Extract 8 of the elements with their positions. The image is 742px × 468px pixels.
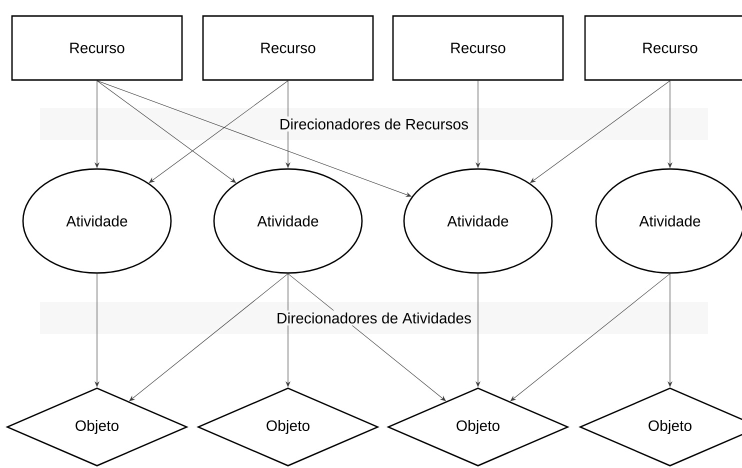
band-label: Direcionadores de Recursos	[277, 116, 471, 132]
arrow	[129, 273, 288, 402]
band-label: Direcionadores de Atividades	[274, 310, 474, 326]
resource-box: Recurso	[11, 15, 183, 81]
resource-box: Recurso	[584, 15, 742, 81]
resource-box: Recurso	[392, 15, 564, 81]
arrow	[510, 273, 670, 402]
resource-box: Recurso	[202, 15, 374, 81]
